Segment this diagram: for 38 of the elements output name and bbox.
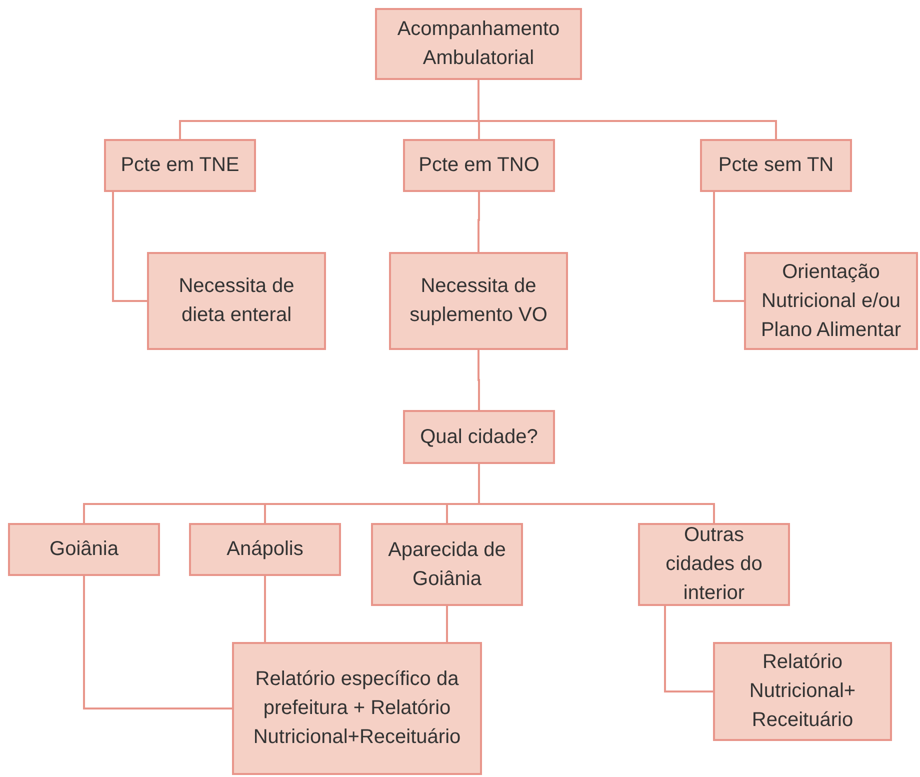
process-box xyxy=(8,523,160,576)
process-box xyxy=(744,252,918,350)
process-box xyxy=(104,139,256,192)
box-label: Necessita de suplemento VO xyxy=(408,274,548,328)
connector-line xyxy=(478,80,777,139)
box-label: Pcte sem TN xyxy=(718,153,834,178)
process-box xyxy=(638,523,790,606)
process-box xyxy=(147,252,326,350)
box-label: Outras cidades do interior xyxy=(664,523,764,606)
process-box xyxy=(232,642,482,775)
connector-line xyxy=(478,464,715,523)
process-box xyxy=(713,642,892,741)
connector-line xyxy=(478,350,480,410)
process-box xyxy=(403,410,555,464)
box-label: Orientação Nutricional e/ou Plano Alimentar xyxy=(760,260,902,342)
box-label: Pcte em TNE xyxy=(120,153,240,178)
connector-line xyxy=(478,192,480,252)
process-box xyxy=(389,252,568,350)
box-label: Goiânia xyxy=(50,537,118,562)
box-label: Aparecida de Goiânia xyxy=(387,538,507,592)
connector-line xyxy=(112,192,147,302)
process-box xyxy=(371,523,523,606)
process-box xyxy=(403,139,555,192)
process-box xyxy=(700,139,852,192)
box-label: Relatório Nutricional+ Receituário xyxy=(748,650,857,733)
connector-line xyxy=(664,606,713,692)
box-label: Necessita de dieta enteral xyxy=(178,274,296,328)
process-box xyxy=(189,523,341,576)
box-label: Anápolis xyxy=(226,537,304,562)
connector-line xyxy=(264,576,266,642)
box-label: Acompanhamento Ambulatorial xyxy=(396,17,561,71)
box-label: Qual cidade? xyxy=(420,424,538,450)
connector-line xyxy=(446,606,448,642)
connector-line xyxy=(83,576,232,710)
box-label: Pcte em TNO xyxy=(418,153,540,178)
box-label: Relatório específico da prefeitura + Relatório Nutricional+Receituário xyxy=(252,667,462,750)
process-box xyxy=(375,8,582,80)
connector-line xyxy=(713,192,744,302)
